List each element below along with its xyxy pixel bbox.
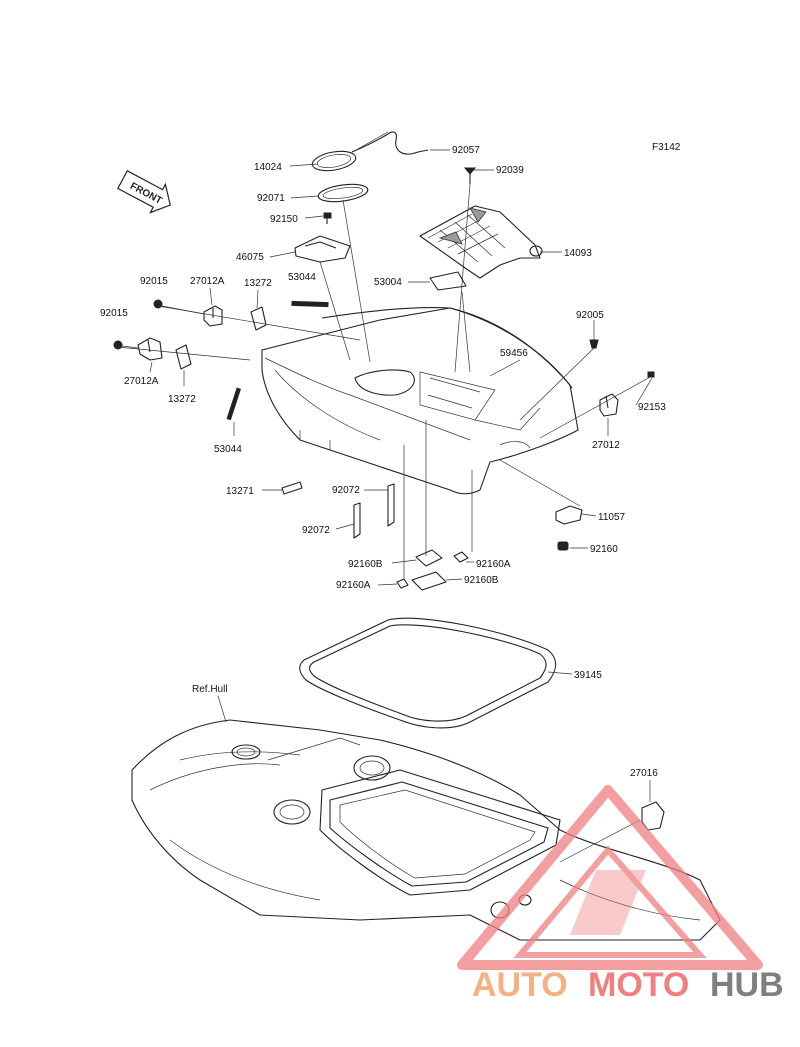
label-92057: 92057 xyxy=(452,145,480,156)
label-92005: 92005 xyxy=(576,310,604,321)
screw-92039 xyxy=(463,167,477,184)
label-92150: 92150 xyxy=(270,214,298,225)
seal-39145 xyxy=(299,617,557,729)
watermark-logo: AUTO MOTO HUB xyxy=(457,785,784,1004)
label-14093: 14093 xyxy=(564,248,592,259)
strip-92072-left xyxy=(353,502,361,539)
bracket-46075 xyxy=(294,235,351,263)
strip-53044-left xyxy=(226,387,242,421)
pad-53004 xyxy=(429,271,467,291)
diagram-code: F3142 xyxy=(652,142,681,153)
label-27016: 27016 xyxy=(630,768,658,779)
label-14024: 14024 xyxy=(254,162,282,173)
hatch-cover-assembly xyxy=(261,307,579,495)
pad-92160B-top xyxy=(415,549,443,567)
label-53044-left: 53044 xyxy=(214,444,242,455)
strip-92072-right xyxy=(387,483,395,527)
label-13271: 13271 xyxy=(226,486,254,497)
bolt-92153 xyxy=(647,371,655,378)
pad-92160A-top xyxy=(453,551,469,563)
screw-92150 xyxy=(323,212,332,224)
screw-92005 xyxy=(589,339,599,349)
tether-92057 xyxy=(351,131,429,155)
label-92015-left: 92015 xyxy=(100,308,128,319)
label-27012A-top: 27012A xyxy=(190,276,225,287)
ring-92071 xyxy=(317,183,369,203)
label-92160A-bottom: 92160A xyxy=(336,580,371,591)
watermark-text-auto: AUTO xyxy=(472,966,568,1004)
label-27012A-left: 27012A xyxy=(124,376,159,387)
label-11057: 11057 xyxy=(598,512,626,523)
pad-92160B-bottom xyxy=(411,571,447,591)
label-92160B-bottom: 92160B xyxy=(464,575,499,586)
hinge-27012A-top xyxy=(203,305,223,327)
label-92072-right: 92072 xyxy=(332,485,360,496)
label-92153: 92153 xyxy=(638,402,666,413)
label-27012: 27012 xyxy=(592,440,620,451)
pad-92160A-bottom xyxy=(396,578,409,589)
bolt-92015-left xyxy=(113,340,123,350)
label-92015-top: 92015 xyxy=(140,276,168,287)
label-13272-left: 13272 xyxy=(168,394,196,405)
cover-13272-left xyxy=(175,344,192,370)
watermark-triangle-icon xyxy=(457,785,763,970)
label-39145: 39145 xyxy=(574,670,602,681)
label-59456: 59456 xyxy=(500,348,528,359)
label-92071: 92071 xyxy=(257,193,285,204)
leader-lines xyxy=(117,131,653,863)
latch-11057 xyxy=(555,505,583,525)
label-53004: 53004 xyxy=(374,277,402,288)
watermark-text-moto: MOTO xyxy=(588,966,689,1004)
label-13272-top: 13272 xyxy=(244,278,272,289)
label-92160: 92160 xyxy=(590,544,618,555)
label-92072-left: 92072 xyxy=(302,525,330,536)
label-53044-top: 53044 xyxy=(288,272,316,283)
strip-53044-top xyxy=(291,300,329,308)
bumper-92160 xyxy=(557,541,569,551)
lid-14024 xyxy=(311,150,357,172)
hinge-27016 xyxy=(641,801,665,831)
cover-13272-top xyxy=(250,306,267,331)
hull-reference xyxy=(131,719,721,941)
label-92039: 92039 xyxy=(496,165,524,176)
plate-13271 xyxy=(281,481,303,495)
front-arrow-icon: FRONT xyxy=(117,170,171,214)
mat-14093 xyxy=(419,205,543,279)
part-labels: 14024 92057 92039 92071 92150 14093 4607… xyxy=(100,145,666,779)
hinge-27012 xyxy=(599,393,619,417)
watermark-text-hub: HUB xyxy=(710,966,784,1004)
label-92160B-top: 92160B xyxy=(348,559,383,570)
label-92160A-top: 92160A xyxy=(476,559,511,570)
label-46075: 46075 xyxy=(236,252,264,263)
ref-hull-label: Ref.Hull xyxy=(192,684,228,695)
